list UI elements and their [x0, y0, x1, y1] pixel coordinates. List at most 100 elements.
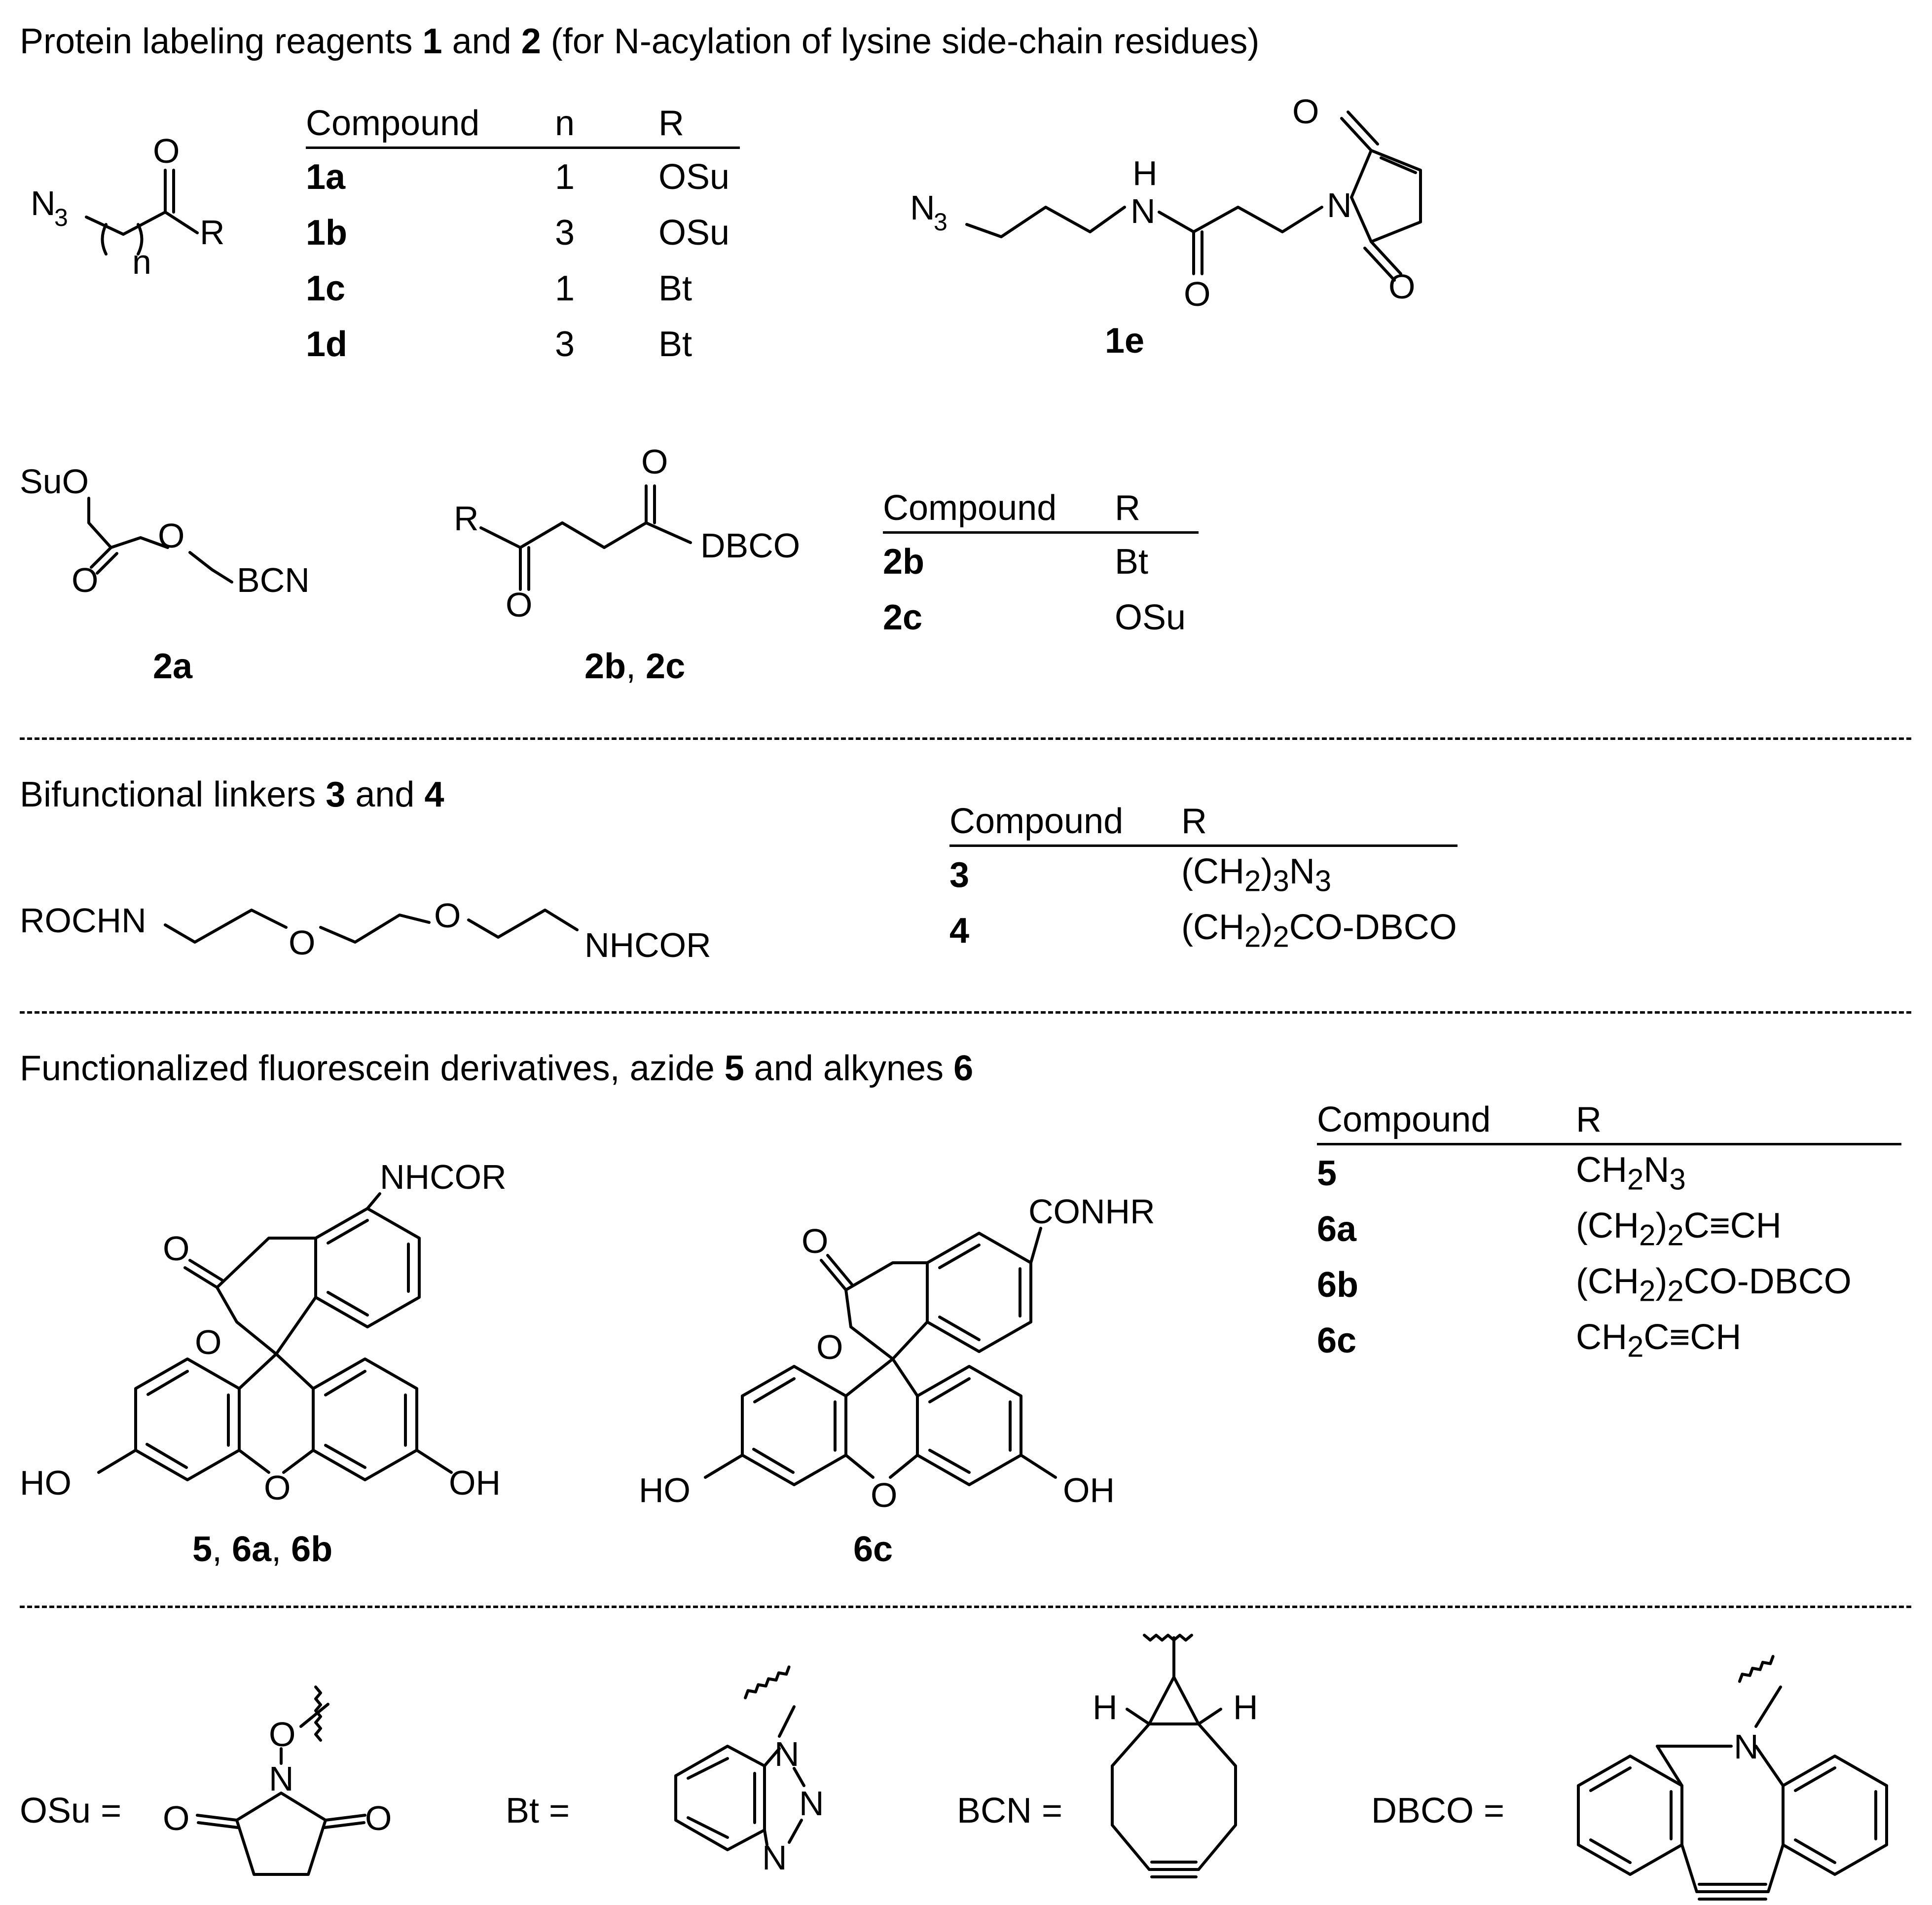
compound-ref: 6b — [291, 1530, 333, 1569]
structure-2a: SuO O O BCN — [20, 462, 310, 599]
atom-label: O — [264, 1468, 291, 1507]
compound-id: 6c — [1317, 1320, 1357, 1360]
compound-ref: 4 — [424, 775, 444, 814]
atom-label: N — [1327, 186, 1352, 224]
def-label-bt: Bt = — [506, 1791, 570, 1831]
atom-label: n — [132, 243, 151, 281]
caption-2a: 2a — [153, 646, 192, 687]
structure-1-azidoacyl: N 3 O R n — [31, 132, 225, 281]
def-label-osu: OSu = — [20, 1791, 122, 1831]
atom-label: OH — [449, 1464, 501, 1502]
section1-heading: Protein labeling reagents 1 and 2 (for N… — [20, 24, 1259, 59]
compound-ref: 1e — [1105, 321, 1145, 361]
table-row: 6b (CH2)2CO-DBCO — [1317, 1257, 1901, 1313]
atom-label: O — [365, 1799, 392, 1837]
compound-ref: 1 — [422, 22, 442, 61]
column-header: Compound — [1317, 1093, 1576, 1145]
atom-label: HO — [20, 1464, 72, 1502]
atom-label: BCN — [237, 561, 310, 599]
structure-osu: O N O O — [163, 1685, 392, 1876]
atom-label: N — [774, 1735, 800, 1773]
section3-heading: Functionalized fluorescein derivatives, … — [20, 1051, 973, 1086]
table-row: 3 (CH2)3N3 — [949, 846, 1458, 903]
compound-ref: 6 — [953, 1049, 974, 1088]
column-header: R — [1115, 481, 1199, 534]
atom-label: HO — [639, 1471, 691, 1509]
section2-heading: Bifunctional linkers 3 and 4 — [20, 777, 444, 812]
atom-label: O — [506, 586, 532, 624]
atom-label: H — [1093, 1688, 1118, 1726]
atom-label: OH — [1063, 1471, 1115, 1509]
column-header: Compound — [306, 96, 555, 149]
atom-label: N — [799, 1784, 824, 1823]
atom-label: N — [1130, 192, 1156, 230]
atom-label: NHCOR — [380, 1158, 507, 1196]
compound-ref: 2 — [521, 22, 541, 61]
caption-5-6a-6b: 5, 6a, 6b — [192, 1529, 332, 1570]
column-header: R — [1576, 1093, 1901, 1145]
r-value: CH2N3 — [1576, 1150, 1686, 1196]
r-value: OSu — [658, 213, 730, 253]
section-divider — [20, 1606, 1911, 1608]
table-row: 6c CH2C≡CH — [1317, 1313, 1901, 1368]
r-value: Bt — [658, 268, 693, 308]
atom-label: O — [1388, 267, 1415, 306]
compound-id: 3 — [949, 855, 970, 895]
table-compound-5-6: Compound R 5 CH2N3 6a (CH2)2C≡CH 6b (CH2… — [1317, 1093, 1901, 1368]
atom-label: R — [200, 213, 225, 252]
compound-ref: 2a — [153, 647, 193, 686]
structure-fluorescein-6c: CONHR O O O HO OH — [639, 1192, 1155, 1514]
atom-label: O — [802, 1222, 828, 1260]
compound-id: 2b — [883, 542, 925, 582]
heading-text: Functionalized fluorescein derivatives, … — [20, 1049, 725, 1088]
atom-label: O — [163, 1799, 189, 1837]
table-row: 6a (CH2)2C≡CH — [1317, 1201, 1901, 1257]
compound-ref: 5 — [724, 1049, 744, 1088]
r-value: (CH2)2C≡CH — [1576, 1206, 1782, 1252]
atom-label: H — [1233, 1688, 1258, 1726]
atom-label: CONHR — [1028, 1192, 1155, 1231]
atom-label: N — [269, 1759, 294, 1798]
atom-label: O — [434, 896, 461, 935]
heading-text: and — [345, 775, 425, 814]
table-compound-3-4: Compound R 3 (CH2)3N3 4 (CH2)2CO-DBCO — [949, 794, 1458, 958]
atom-label: N — [910, 188, 935, 227]
r-value: Bt — [1115, 542, 1149, 582]
r-value: (CH2)2CO-DBCO — [1576, 1262, 1852, 1308]
atom-label: NHCOR — [584, 926, 711, 964]
r-value: OSu — [1115, 597, 1186, 637]
separator: , — [271, 1530, 292, 1569]
atom-label: O — [269, 1715, 295, 1754]
atom-label: SuO — [20, 462, 89, 501]
atom-label: O — [1292, 92, 1319, 131]
compound-id: 6a — [1317, 1209, 1357, 1249]
heading-text: Bifunctional linkers — [20, 775, 326, 814]
r-value: (CH2)2CO-DBCO — [1181, 908, 1457, 953]
def-label-dbco: DBCO = — [1371, 1791, 1505, 1831]
column-header: n — [555, 96, 658, 149]
r-value: CH2C≡CH — [1576, 1318, 1742, 1363]
atom-label: H — [1132, 154, 1158, 192]
atom-label: O — [816, 1328, 843, 1366]
r-value: Bt — [658, 324, 693, 364]
atom-label: N — [31, 184, 56, 222]
atom-label: O — [163, 1229, 189, 1268]
compound-ref: 2c — [646, 647, 686, 686]
compound-id: 1b — [306, 213, 348, 253]
subscript: 3 — [54, 204, 68, 231]
atom-label: O — [153, 132, 180, 170]
column-header: Compound — [883, 481, 1115, 534]
section-divider — [20, 1011, 1911, 1014]
compound-ref: 6c — [853, 1530, 893, 1569]
heading-text: and alkynes — [744, 1049, 954, 1088]
atom-label: O — [641, 442, 668, 481]
heading-text: (for N-acylation of lysine side-chain re… — [541, 22, 1260, 61]
atom-label: N — [1734, 1727, 1759, 1766]
heading-text: and — [442, 22, 521, 61]
